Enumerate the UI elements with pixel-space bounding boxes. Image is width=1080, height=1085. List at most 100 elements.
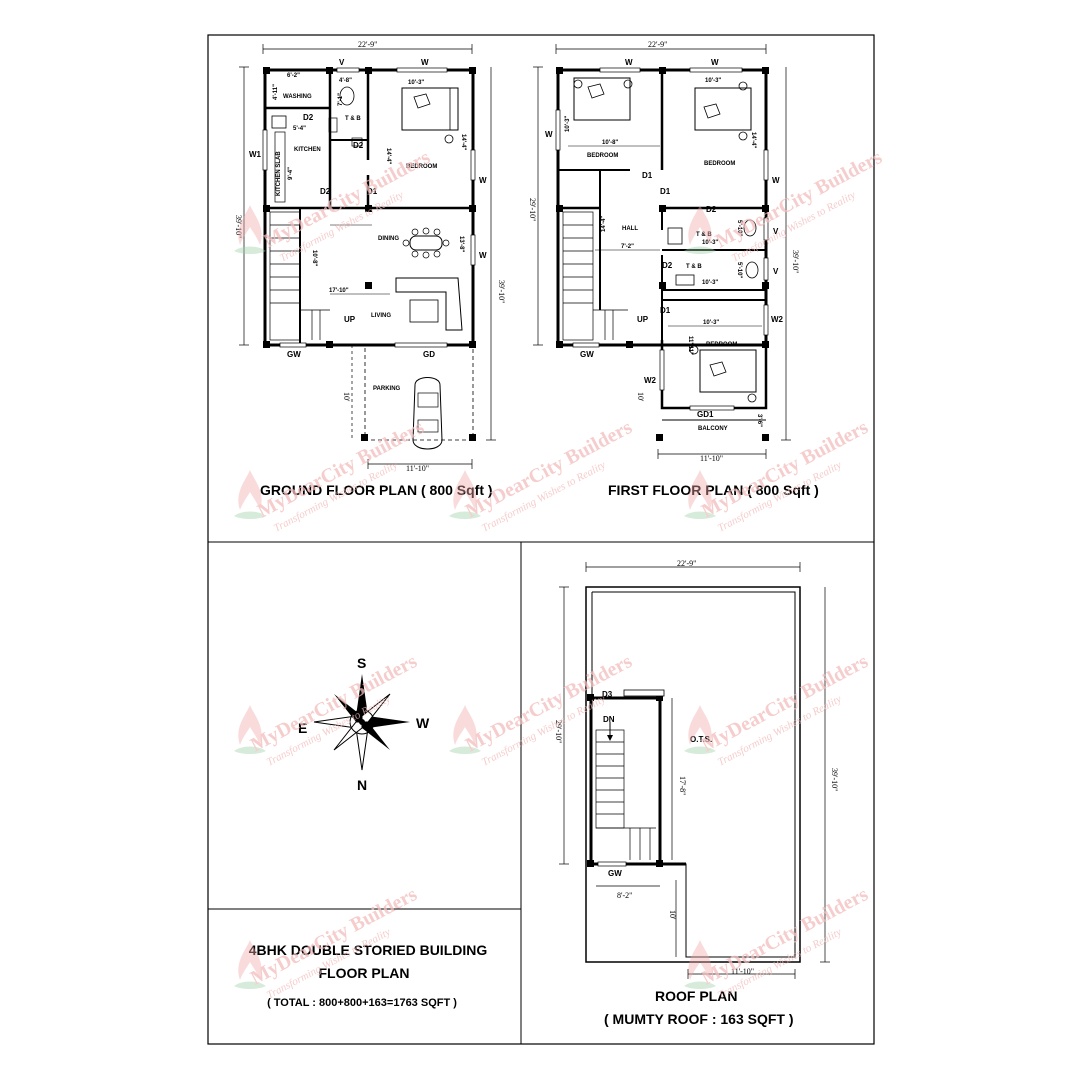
- first-tb-1-label: T & B: [696, 232, 712, 238]
- living-label: LIVING: [371, 313, 391, 319]
- first-left-dim: 29'-10": [528, 198, 537, 221]
- title-block: 4BHK DOUBLE STORIED BUILDING FLOOR PLAN …: [249, 942, 488, 1009]
- washing-width-dim: 6'-2": [287, 73, 300, 79]
- ground-width-dim: 22'-9": [358, 40, 377, 49]
- ground-d2-washing: D2: [303, 113, 314, 122]
- balcony-height-dim: 3'-6": [756, 414, 762, 427]
- first-floor-plan: 22'-9" 29'-10" 39'-10": [528, 40, 819, 498]
- watermark-brand-10: MyDearCity Builders: [698, 883, 872, 989]
- watermark-brand-5: MyDearCity Builders: [698, 416, 872, 522]
- ground-tb-width: 4'-8": [339, 78, 352, 84]
- ground-left-dim: 39'-10": [234, 215, 243, 238]
- ground-tb-height: 7'-1": [338, 93, 344, 106]
- ground-right-w2: W: [479, 251, 487, 260]
- first-width-dim: 22'-9": [648, 40, 667, 49]
- first-bedroom-3-height: 11'-11": [687, 336, 693, 355]
- compass-north: N: [357, 777, 367, 793]
- watermark-brand-3: MyDearCity Builders: [254, 416, 428, 522]
- first-right-w: W: [772, 176, 780, 185]
- roof-left-dim: 29'-10": [554, 720, 563, 743]
- roof-dn-label: DN: [603, 715, 615, 724]
- building-subtitle: FLOOR PLAN: [319, 965, 410, 981]
- building-total-area: ( TOTAL : 800+800+163=1763 SQFT ): [267, 997, 457, 1009]
- compass-east: E: [298, 720, 307, 736]
- roof-d3-label: D3: [602, 690, 613, 699]
- first-tb-2-height: 5'-10": [736, 262, 742, 278]
- first-left-w: W: [545, 130, 553, 139]
- first-right-v2: V: [773, 267, 779, 276]
- dining-height-dim-2: 13'-8": [458, 236, 464, 252]
- roof-ext-height: 10': [668, 910, 677, 920]
- compass-west: W: [416, 715, 430, 731]
- roof-stair-height: 17'-8": [678, 776, 687, 795]
- kitchen-label: KITCHEN: [294, 147, 321, 153]
- ground-bedroom-label: BEDROOM: [406, 164, 437, 170]
- ground-floor-plan: 22'-9" 39'-10" 39'-10": [234, 40, 506, 498]
- compass-south: S: [357, 655, 366, 671]
- ground-tb-label: T & B: [345, 116, 361, 122]
- first-tb-2-label: T & B: [686, 264, 702, 270]
- roof-stair-width: 8'-2": [617, 891, 632, 900]
- ground-top-w: W: [421, 58, 429, 67]
- first-d2-b: D2: [662, 261, 673, 270]
- first-tb-2-dim: 10'-3": [702, 280, 718, 286]
- first-w2-right: W2: [771, 315, 784, 324]
- ground-bedroom-height-2: 14'-4": [460, 134, 466, 150]
- roof-plan: 22'-9" 29'-10" 39'-10": [554, 559, 839, 1027]
- ground-gd-label: GD: [423, 350, 435, 359]
- ots-label: O.T.S.: [690, 735, 712, 744]
- ground-right-w1: W: [479, 176, 487, 185]
- first-d1-b: D1: [660, 187, 671, 196]
- hall-label: HALL: [622, 226, 638, 232]
- ground-bedroom-height-1: 14'-4": [385, 148, 391, 164]
- dining-height-dim: 10'-8": [311, 250, 317, 266]
- hall-width-dim: 7'-2": [621, 244, 634, 250]
- first-top-w-2: W: [711, 58, 719, 67]
- balcony-width-dim: 11'-10": [700, 454, 723, 463]
- roof-ext-width: 11'-10": [731, 967, 754, 976]
- first-bedroom-1-width: 10'-8": [602, 140, 618, 146]
- first-bedroom-1-height: 10'-3": [565, 116, 571, 132]
- washing-height-dim: 4'-11": [273, 84, 279, 100]
- compass-rose-icon: S N E W: [298, 655, 430, 793]
- dining-label: DINING: [378, 236, 399, 242]
- ground-gw-label: GW: [287, 350, 301, 359]
- first-d1-c: D1: [660, 306, 671, 315]
- parking-width-dim: 11'-10": [406, 464, 429, 473]
- living-width-dim: 17'-10": [329, 288, 349, 294]
- roof-gw-label: GW: [608, 869, 622, 878]
- first-up-label: UP: [637, 315, 649, 324]
- ground-d2-tb: D2: [353, 141, 364, 150]
- ground-right-dim: 39'-10": [497, 280, 506, 303]
- roof-right-dim: 39'-10": [830, 768, 839, 791]
- first-bedroom-2-height: 14'-4": [750, 132, 756, 148]
- first-d1-a: D1: [642, 171, 653, 180]
- first-bedroom-3-width: 10'-3": [703, 320, 719, 326]
- ground-bedroom-width: 10'-3": [408, 80, 424, 86]
- roof-title: ROOF PLAN: [655, 988, 737, 1004]
- ground-up-label: UP: [344, 315, 356, 324]
- sheet-border: [207, 34, 875, 1045]
- ground-w1-label: W1: [249, 150, 262, 159]
- kitchen-height-dim: 9'-4": [288, 167, 294, 180]
- kitchen-slab-label: KITCHEN SLAB: [276, 151, 282, 196]
- watermark-logo: MyDearCity Builders Transforming Wishes …: [234, 146, 886, 1002]
- ground-floor-title: GROUND FLOOR PLAN ( 800 Sqft ): [260, 482, 493, 498]
- kitchen-width-dim: 5'-4": [293, 126, 306, 132]
- ground-top-v: V: [339, 58, 345, 67]
- washing-label: WASHING: [283, 94, 312, 100]
- watermark-brand-7: MyDearCity Builders: [462, 650, 636, 756]
- first-bedroom-2-label: BEDROOM: [704, 161, 735, 167]
- first-w2-left: W2: [644, 376, 657, 385]
- first-tb-1-height: 5'-10": [736, 220, 742, 236]
- balcony-label: BALCONY: [698, 426, 728, 432]
- roof-subtitle: ( MUMTY ROOF : 163 SQFT ): [604, 1011, 794, 1027]
- watermark-brand-2: MyDearCity Builders: [712, 146, 886, 252]
- roof-width-dim: 22'-9": [677, 559, 696, 568]
- first-floor-title: FIRST FLOOR PLAN ( 800 Sqft ): [608, 482, 819, 498]
- first-gd1-label: GD1: [697, 410, 714, 419]
- hall-height-dim: 14'-4": [601, 216, 607, 232]
- watermark-brand-1: MyDearCity Builders: [260, 146, 434, 252]
- first-bedroom-3-label: BEDROOM: [706, 342, 737, 348]
